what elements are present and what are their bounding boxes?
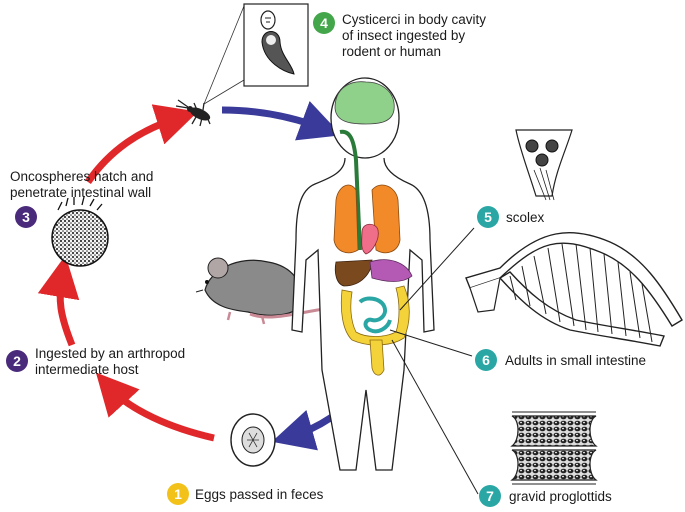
stage-label-1: Eggs passed in feces (195, 487, 324, 502)
arrow-oncosphere-to-insect (85, 104, 199, 184)
lungs (333, 184, 401, 254)
scolex-icon (515, 129, 573, 201)
large-intestine (340, 285, 410, 346)
rat-icon (195, 257, 331, 325)
step-badge-7: 7 (479, 485, 501, 507)
step-badge-2: 2 (6, 350, 28, 372)
cysticercus-icon (243, 3, 309, 87)
oncosphere-icon (51, 196, 109, 267)
arrow-eggs-to-arthropod (95, 372, 215, 442)
inset-pointer-line (203, 5, 245, 105)
small-intestine (358, 296, 392, 334)
insect-icon (175, 99, 211, 127)
step-badge-1: 1 (167, 483, 189, 505)
arrow-insect-to-human (221, 101, 342, 141)
step-badge-4: 4 (313, 12, 335, 34)
egg-icon (230, 413, 276, 467)
stage-label-3: Oncospheres hatch and penetrate intestin… (10, 169, 154, 200)
arrow-arthropod-to-oncosphere (37, 255, 80, 347)
heart (361, 223, 379, 255)
adult-tapeworm-icon (465, 232, 683, 347)
stage-label-4: Cysticerci in body cavity of insect inge… (342, 12, 487, 59)
stomach (369, 259, 413, 282)
stage-label-6: Adults in small intestine (505, 353, 647, 368)
step-badge-6: 6 (475, 349, 497, 371)
step-badge-3: 3 (15, 206, 37, 228)
pointer-line-proglottids (391, 339, 479, 495)
inset-pointer-line (203, 79, 245, 105)
pointer-line-adults (389, 329, 473, 357)
pointer-line-scolex (399, 227, 475, 311)
proglottids-icon (510, 411, 598, 485)
human-figure-icon (291, 77, 435, 471)
stage-label-2: Ingested by an arthropod intermediate ho… (35, 346, 186, 377)
stage-label-5: scolex (506, 210, 545, 225)
rectum (369, 339, 385, 376)
step-badge-5: 5 (477, 206, 499, 228)
esophagus (339, 129, 362, 251)
brain (334, 81, 395, 125)
stage-label-7: gravid proglottids (509, 489, 612, 504)
